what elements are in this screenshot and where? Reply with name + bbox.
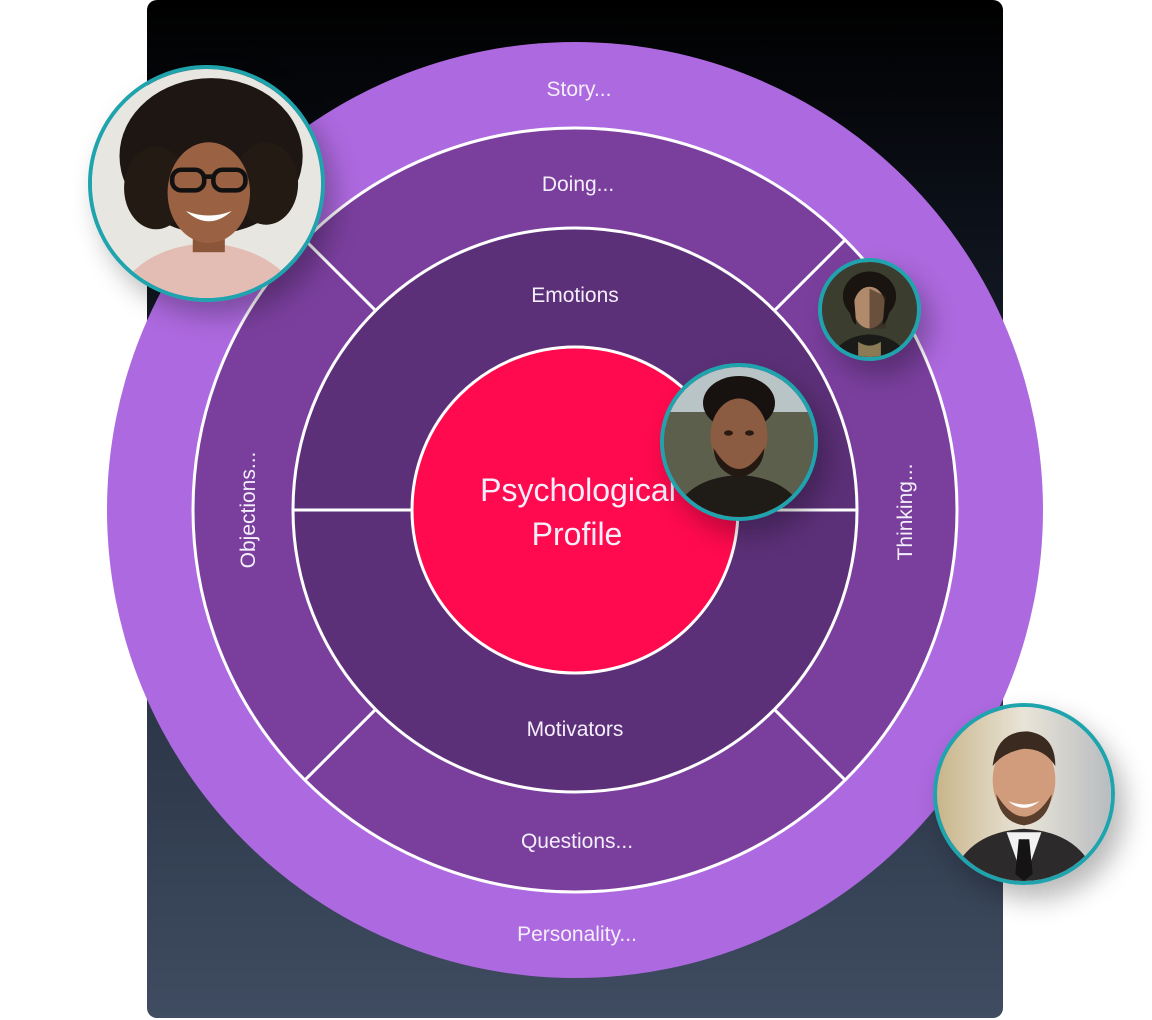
label-personality: Personality... xyxy=(517,923,637,946)
label-motivators: Motivators xyxy=(527,718,624,741)
avatar-young-man-dark-hair xyxy=(818,258,921,361)
avatar-bearded-man xyxy=(660,363,818,521)
portrait-icon xyxy=(92,69,321,298)
center-title-line2: Profile xyxy=(532,516,623,552)
avatar-man-suit xyxy=(933,703,1115,885)
label-story: Story... xyxy=(547,78,612,101)
label-thinking: Thinking... xyxy=(894,464,917,561)
label-doing: Doing... xyxy=(542,173,614,196)
center-title-line1: Psychological xyxy=(480,472,676,508)
portrait-icon xyxy=(822,262,917,357)
label-objections: Objections... xyxy=(237,452,260,569)
middle-ring-dividers xyxy=(303,238,847,782)
portrait-icon xyxy=(664,367,814,517)
label-questions: Questions... xyxy=(521,830,633,853)
label-emotions: Emotions xyxy=(531,284,619,307)
portrait-icon xyxy=(937,707,1111,881)
avatar-woman-glasses xyxy=(88,65,325,302)
